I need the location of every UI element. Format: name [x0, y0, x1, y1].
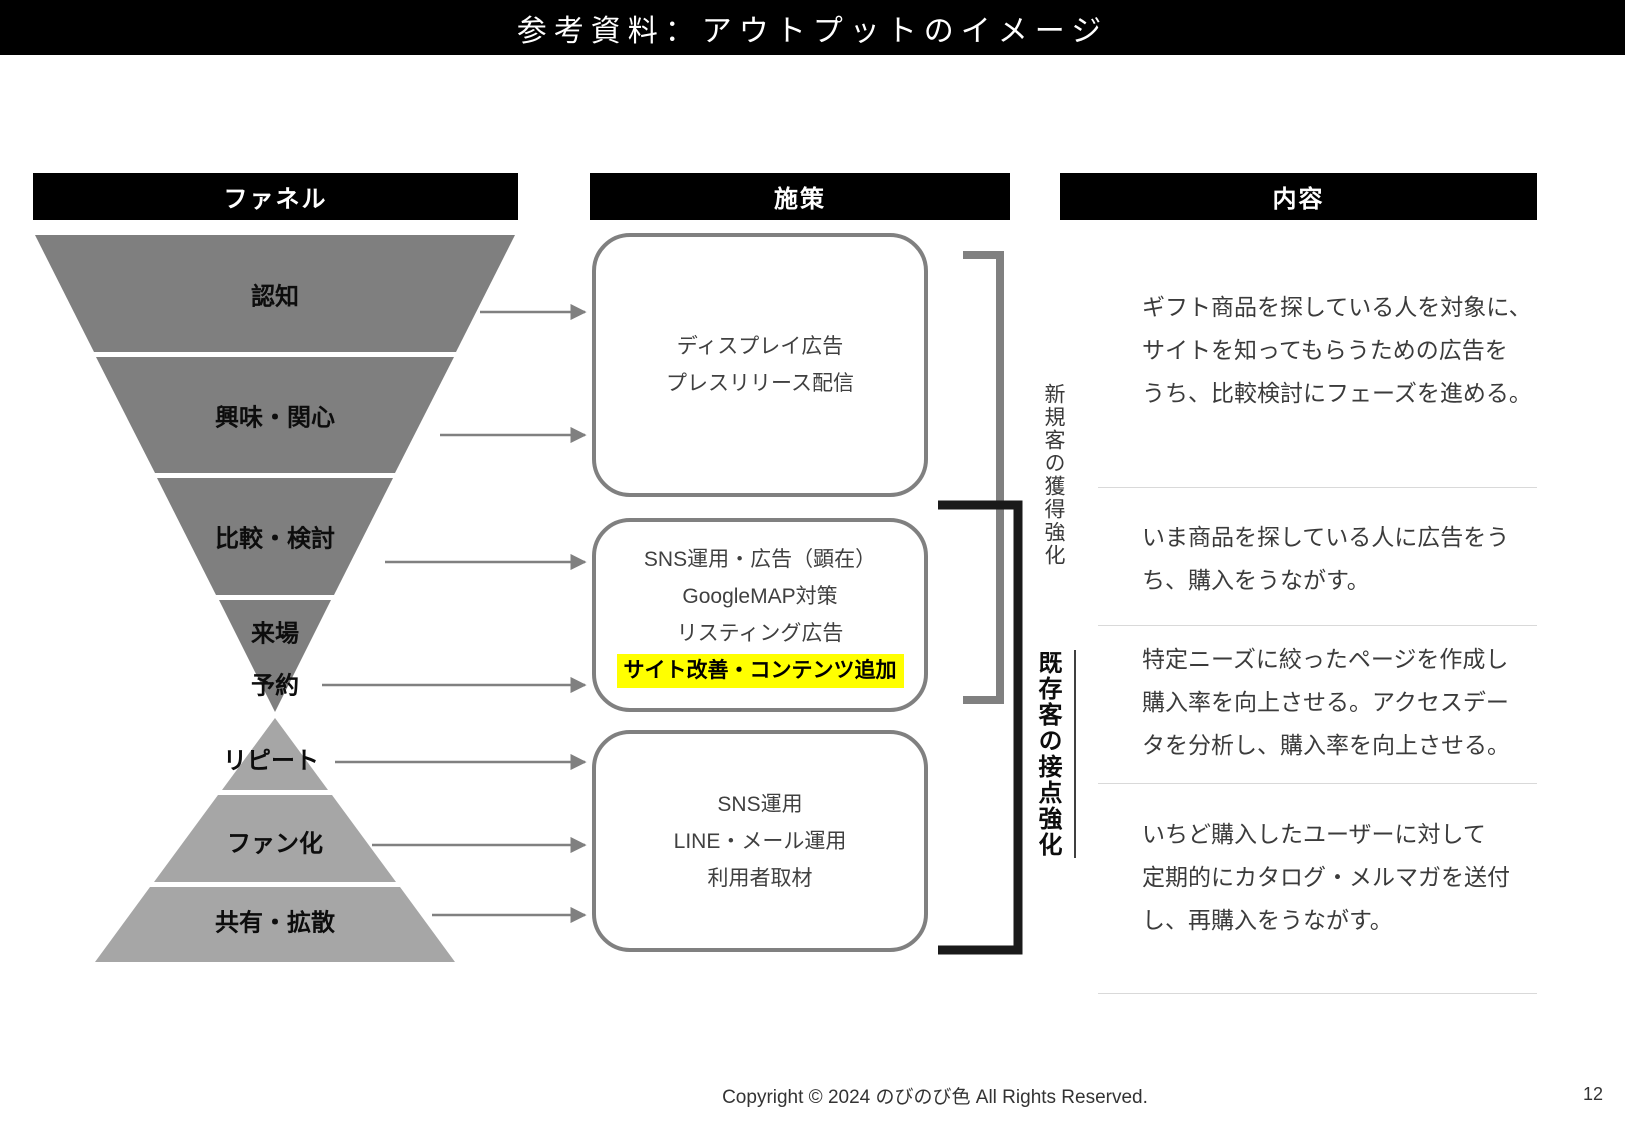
highlight-text: サイト改善・コンテンツ追加	[616, 654, 904, 688]
measure-line: プレスリリース配信	[666, 372, 854, 395]
separator	[1098, 487, 1537, 488]
measure-line-highlight: サイト改善・コンテンツ追加	[616, 652, 904, 689]
content-paragraph-purchase: いま商品を探している人に広告をう ち、購入をうながす。	[1142, 524, 1510, 593]
group-label-existing-customers: 既存客の接点強化	[1030, 650, 1076, 858]
measure-box-purchase: SNS運用・広告（顕在） GoogleMAP対策 リスティング広告 サイト改善・…	[592, 518, 928, 712]
stage-label-interest: 興味・関心	[215, 404, 335, 432]
separator	[1098, 783, 1537, 784]
measure-line: 利用者取材	[707, 866, 813, 890]
stage-label-visit-line2: 予約	[251, 672, 299, 700]
separator	[1098, 993, 1537, 994]
funnel-stage-share-shape	[95, 887, 455, 962]
separator	[1098, 625, 1537, 626]
stage-label-repeat: リピート	[223, 747, 319, 775]
funnel-stage-visit-shape	[219, 600, 331, 712]
stage-label-share: 共有・拡散	[215, 909, 335, 937]
stage-label-fan: ファン化	[227, 830, 323, 858]
arrows	[322, 303, 587, 924]
measure-line: GoogleMAP対策	[682, 585, 838, 608]
column-header-content: 内容	[1060, 173, 1537, 220]
funnel-stage-interest-shape	[96, 357, 454, 473]
stage-label-comparison: 比較・検討	[215, 525, 335, 553]
column-header-funnel: ファネル	[33, 173, 518, 220]
content-paragraph-awareness: ギフト商品を探している人を対象に、 サイトを知ってもらうための広告を うち、比較…	[1142, 294, 1532, 406]
funnel-stage-awareness-shape	[35, 235, 515, 352]
stage-label-visit-line1: 来場	[251, 620, 299, 648]
funnel-stage-comparison-shape	[157, 478, 393, 595]
stage-label-awareness: 認知	[251, 283, 299, 311]
measure-line: ディスプレイ広告	[676, 335, 844, 358]
copyright-text: Copyright © 2024 のびのび色 All Rights Reserv…	[722, 1087, 1148, 1108]
title-bar: 参考資料：アウトプットのイメージ	[0, 0, 1625, 55]
measure-line: SNS運用	[717, 792, 803, 816]
funnel-stage-fan-shape	[154, 795, 396, 882]
funnel-stage-repeat-shape	[222, 718, 328, 790]
page-number: 12	[1582, 1084, 1603, 1104]
column-header-measures: 施策	[590, 173, 1010, 220]
measure-box-retention: SNS運用 LINE・メール運用 利用者取材	[592, 730, 928, 952]
content-paragraph-cvr: 特定ニーズに絞ったページを作成し 購入率を向上させる。アクセスデー タを分析し、…	[1142, 646, 1510, 758]
content-paragraph-retention: いちど購入したユーザーに対して 定期的にカタログ・メルマガを送付 し、再購入をう…	[1142, 821, 1510, 933]
measure-line: リスティング広告	[676, 622, 844, 645]
group-label-new-customers: 新規客の獲得強化	[1042, 383, 1065, 567]
slide-title: 参考資料：アウトプットのイメージ	[516, 14, 1109, 48]
bracket-new-customers	[963, 251, 1004, 704]
measure-line: SNS運用・広告（顕在）	[643, 548, 877, 571]
measure-line: LINE・メール運用	[673, 829, 847, 853]
measure-box-awareness: ディスプレイ広告 プレスリリース配信	[592, 233, 928, 497]
bracket-existing-customers	[938, 500, 1023, 955]
